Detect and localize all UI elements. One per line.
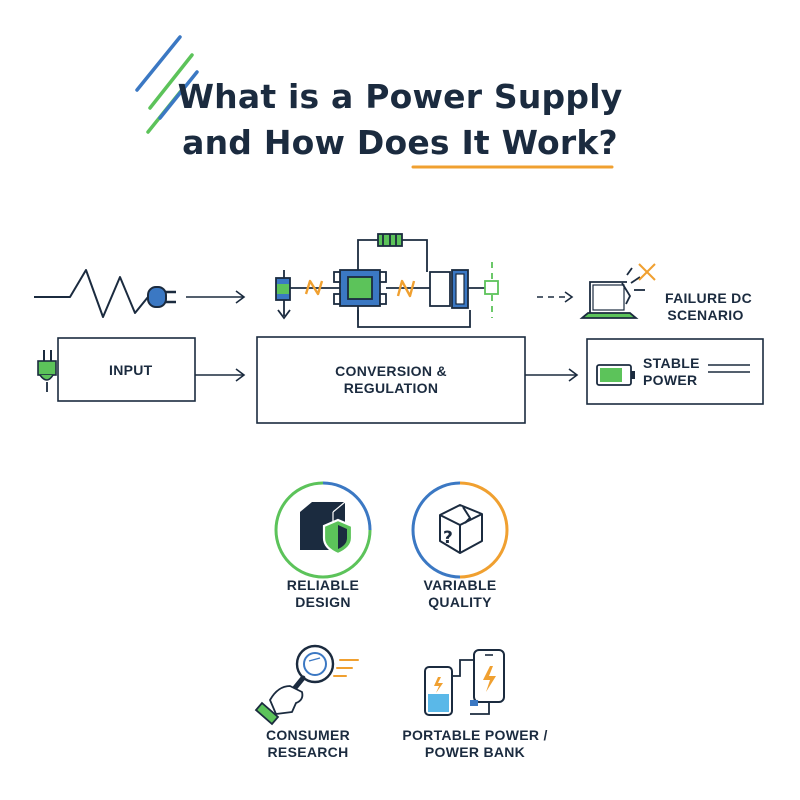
feature-portable-power: PORTABLE POWER / POWER BANK [390, 727, 560, 761]
reliable-design-circle [274, 481, 372, 579]
inductor-marks [304, 279, 416, 298]
feature-variable-quality: VARIABLE QUALITY [400, 577, 520, 611]
dashed-arrow-to-failure [537, 291, 574, 303]
arrow-input-to-conversion [195, 368, 246, 382]
conversion-label-line-1: CONVERSION & [335, 363, 447, 379]
stable-power-label-line-1: STABLE [643, 355, 700, 371]
feature-line-2: DESIGN [295, 594, 351, 610]
broken-laptop-icon [579, 263, 656, 319]
input-label: INPUT [109, 362, 153, 378]
feature-line-2: QUALITY [428, 594, 492, 610]
title-line-1: What is a Power Supply [177, 77, 623, 116]
page-title: What is a Power Supply and How Does It W… [0, 74, 800, 166]
svg-text:?: ? [443, 528, 453, 548]
feature-line-1: CONSUMER [265, 727, 351, 743]
feature-consumer-research: CONSUMER RESEARCH [243, 727, 373, 761]
magnifier-hand-icon [254, 644, 359, 726]
conversion-label-line-2: REGULATION [343, 380, 439, 396]
arrow-conversion-to-stable [525, 368, 579, 382]
failure-label-line-1: FAILURE DC [665, 290, 752, 306]
title-accent-slashes [135, 35, 199, 134]
failure-scenario-label: FAILURE DC SCENARIO [665, 290, 752, 324]
variable-quality-circle: ? [411, 481, 509, 579]
circuit-schematic [275, 233, 485, 328]
stable-power-label-line-2: POWER [643, 372, 698, 388]
conversion-box [256, 336, 526, 424]
failure-label-line-2: SCENARIO [667, 307, 744, 323]
title-line-2: and How Does It Work? [182, 123, 618, 162]
plug-icon [147, 286, 176, 308]
battery-icon [596, 364, 635, 386]
feature-line-1: VARIABLE [423, 577, 497, 593]
feature-line-2: POWER BANK [424, 744, 526, 760]
output-dashed-line [484, 262, 499, 318]
feature-line-2: RESEARCH [267, 744, 349, 760]
feature-reliable-design: RELIABLE DESIGN [263, 577, 383, 611]
conversion-label: CONVERSION & REGULATION [257, 363, 525, 397]
stable-power-label: STABLE POWER [643, 355, 700, 389]
feature-line-1: PORTABLE POWER / [402, 727, 548, 743]
input-plug-icon [37, 350, 57, 392]
power-bank-icon [424, 649, 505, 716]
stable-lines [708, 364, 750, 373]
input-box [57, 337, 196, 402]
arrow-to-circuit [186, 290, 246, 304]
ac-wave-icon [34, 269, 149, 318]
feature-line-1: RELIABLE [286, 577, 360, 593]
